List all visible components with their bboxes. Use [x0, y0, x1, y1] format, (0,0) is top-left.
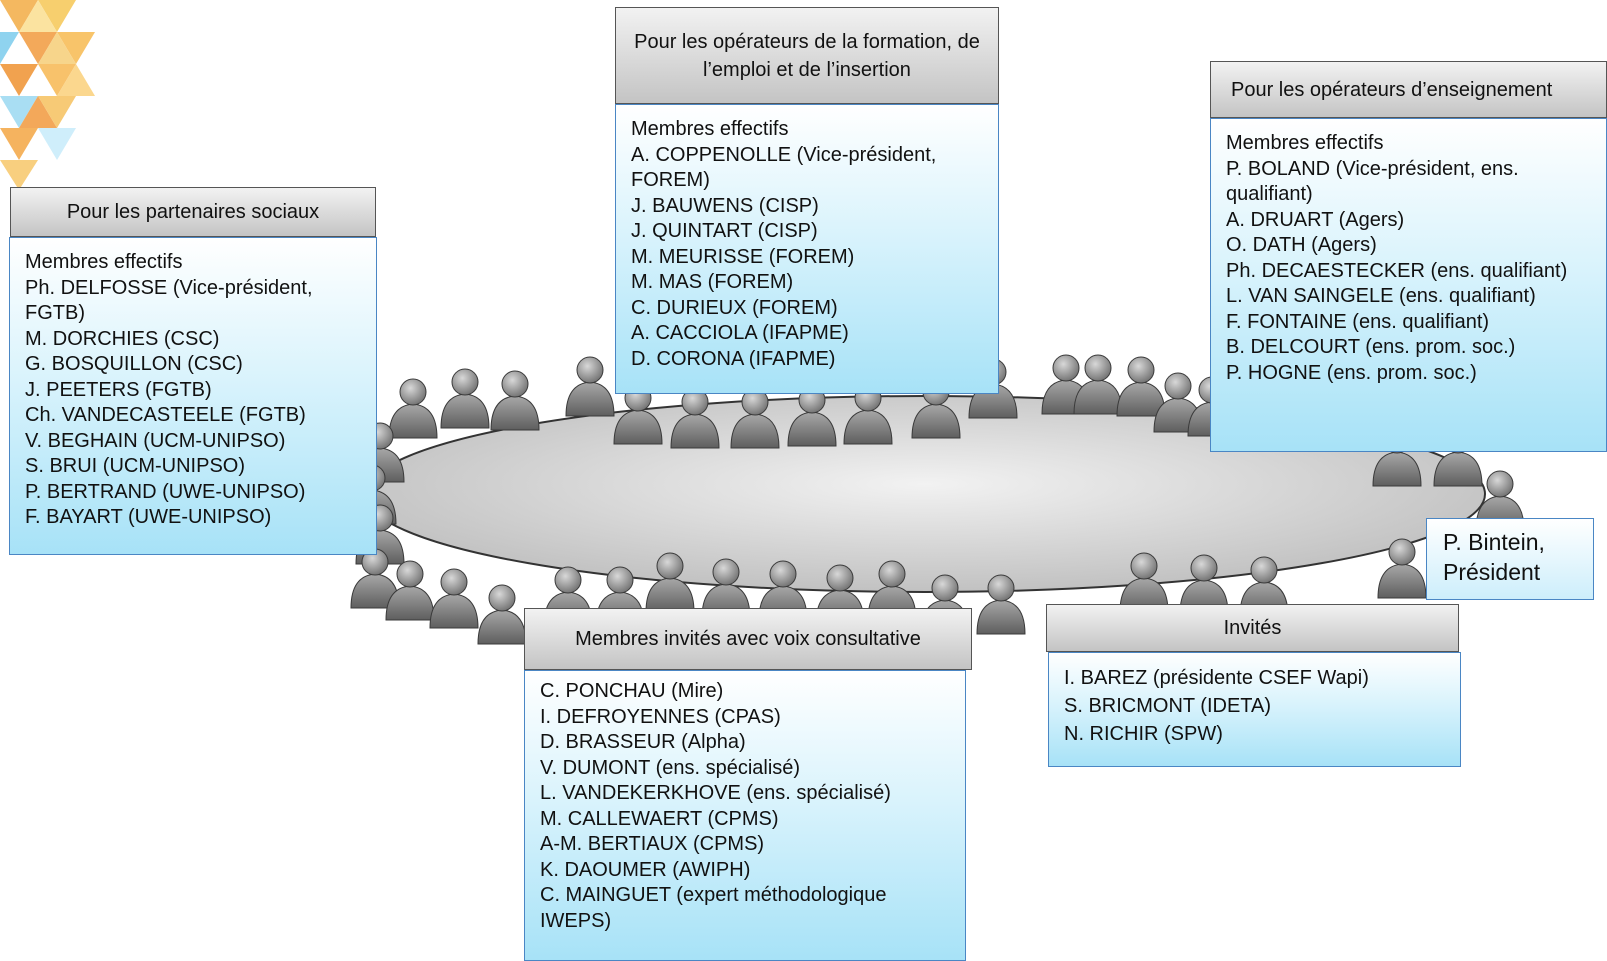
invites-title: Invités	[1223, 617, 1282, 639]
consultatifs-box: C. PONCHAU (Mire) I. DEFROYENNES (CPAS) …	[524, 670, 966, 961]
member-item: S. BRUI (UCM-UNIPSO)	[25, 455, 245, 477]
member-item: N. RICHIR (SPW)	[1064, 723, 1223, 745]
partenaires-box: Membres effectifs Ph. DELFOSSE (Vice-pré…	[9, 237, 377, 555]
formation-header: Pour les opérateurs de la formation, de …	[615, 7, 999, 104]
enseignement-box: Membres effectifs P. BOLAND (Vice-présid…	[1210, 118, 1607, 452]
person-icon	[565, 356, 615, 417]
member-item: F. BAYART (UWE-UNIPSO)	[25, 506, 272, 528]
member-item: Ch. VANDECASTEELE (FGTB)	[25, 404, 306, 426]
person-icon	[1073, 354, 1123, 415]
member-item: G. BOSQUILLON (CSC)	[25, 353, 243, 375]
formation-subtitle: Membres effectifs	[631, 118, 789, 140]
partenaires-subtitle: Membres effectifs	[25, 251, 183, 273]
person-icon	[388, 378, 438, 439]
member-item: F. FONTAINE (ens. qualifiant)	[1226, 310, 1490, 333]
invites-header: Invités	[1046, 604, 1459, 652]
invites-box: I. BAREZ (présidente CSEF Wapi) S. BRICM…	[1048, 652, 1461, 767]
consultatifs-header: Membres invités avec voix consultative	[524, 608, 972, 670]
partenaires-title: Pour les partenaires sociaux	[66, 201, 320, 223]
member-item: O. DATH (Agers)	[1226, 234, 1377, 256]
member-item: M. CALLEWAERT (CPMS)	[540, 807, 779, 830]
person-icon	[490, 370, 540, 431]
member-item: I. BAREZ (présidente CSEF Wapi)	[1064, 667, 1369, 689]
member-item: V. DUMONT (ens. spécialisé)	[540, 756, 801, 779]
member-item: D. CORONA (IFAPME)	[631, 347, 836, 370]
member-item: L. VANDEKERKHOVE (ens. spécialisé)	[540, 782, 891, 804]
person-icon	[1116, 356, 1166, 417]
partenaires-header: Pour les partenaires sociaux	[10, 187, 376, 237]
consultatifs-title: Membres invités avec voix consultative	[575, 628, 921, 650]
person-icon	[429, 568, 479, 629]
person-icon	[670, 388, 720, 449]
person-icon	[477, 584, 527, 645]
person-icon	[787, 386, 837, 447]
member-item: Ph. DELFOSSE (Vice-président, FGTB)	[25, 276, 313, 325]
member-item: M. DORCHIES (CSC)	[25, 327, 220, 350]
member-item: I. DEFROYENNES (CPAS)	[540, 705, 781, 728]
president-name: P. Bintein,	[1443, 529, 1545, 555]
member-item: A. COPPENOLLE (Vice-président, FOREM)	[631, 143, 937, 192]
member-item: M. MEURISSE (FOREM)	[631, 245, 855, 268]
member-item: V. BEGHAIN (UCM-UNIPSO)	[25, 429, 286, 452]
person-icon	[440, 368, 490, 429]
enseignement-title: Pour les opérateurs d’enseignement	[1231, 78, 1553, 101]
member-item: J. BAUWENS (CISP)	[631, 194, 819, 217]
person-icon	[645, 552, 695, 613]
member-item: S. BRICMONT (IDETA)	[1064, 695, 1272, 717]
member-item: A-M. BERTIAUX (CPMS)	[540, 833, 765, 855]
person-icon	[350, 548, 400, 609]
person-icon	[385, 560, 435, 621]
member-item: P. BOLAND (Vice-président, ens. qualifia…	[1226, 157, 1519, 206]
member-item: A. CACCIOLA (IFAPME)	[631, 322, 849, 344]
formation-box: Membres effectifs A. COPPENOLLE (Vice-pr…	[615, 104, 999, 394]
member-item: L. VAN SAINGELE (ens. qualifiant)	[1226, 285, 1536, 307]
formation-title: Pour les opérateurs de la formation, de …	[634, 30, 980, 81]
member-item: B. DELCOURT (ens. prom. soc.)	[1226, 336, 1516, 358]
triangle-pattern-decoration	[0, 0, 95, 190]
president-role: Président	[1443, 559, 1541, 585]
member-item: P. BERTRAND (UWE-UNIPSO)	[25, 480, 306, 503]
member-item: J. QUINTART (CISP)	[631, 220, 818, 242]
person-icon	[1119, 552, 1169, 613]
member-item: C. PONCHAU (Mire)	[540, 680, 724, 702]
member-item: J. PEETERS (FGTB)	[25, 378, 212, 401]
member-item: D. BRASSEUR (Alpha)	[540, 731, 746, 753]
enseignement-subtitle: Membres effectifs	[1226, 132, 1384, 154]
member-item: A. DRUART (Agers)	[1226, 208, 1405, 231]
member-item: C. DURIEUX (FOREM)	[631, 296, 838, 319]
person-icon	[1377, 538, 1427, 599]
person-icon	[730, 388, 780, 449]
president-box: P. Bintein, Président	[1426, 518, 1594, 600]
member-item: P. HOGNE (ens. prom. soc.)	[1226, 361, 1477, 384]
enseignement-header: Pour les opérateurs d’enseignement	[1210, 61, 1607, 118]
member-item: C. MAINGUET (expert méthodologique IWEPS…	[540, 884, 887, 932]
person-icon	[976, 574, 1026, 635]
member-item: Ph. DECAESTECKER (ens. qualifiant)	[1226, 259, 1568, 282]
member-item: K. DAOUMER (AWIPH)	[540, 858, 751, 881]
member-item: M. MAS (FOREM)	[631, 271, 794, 293]
